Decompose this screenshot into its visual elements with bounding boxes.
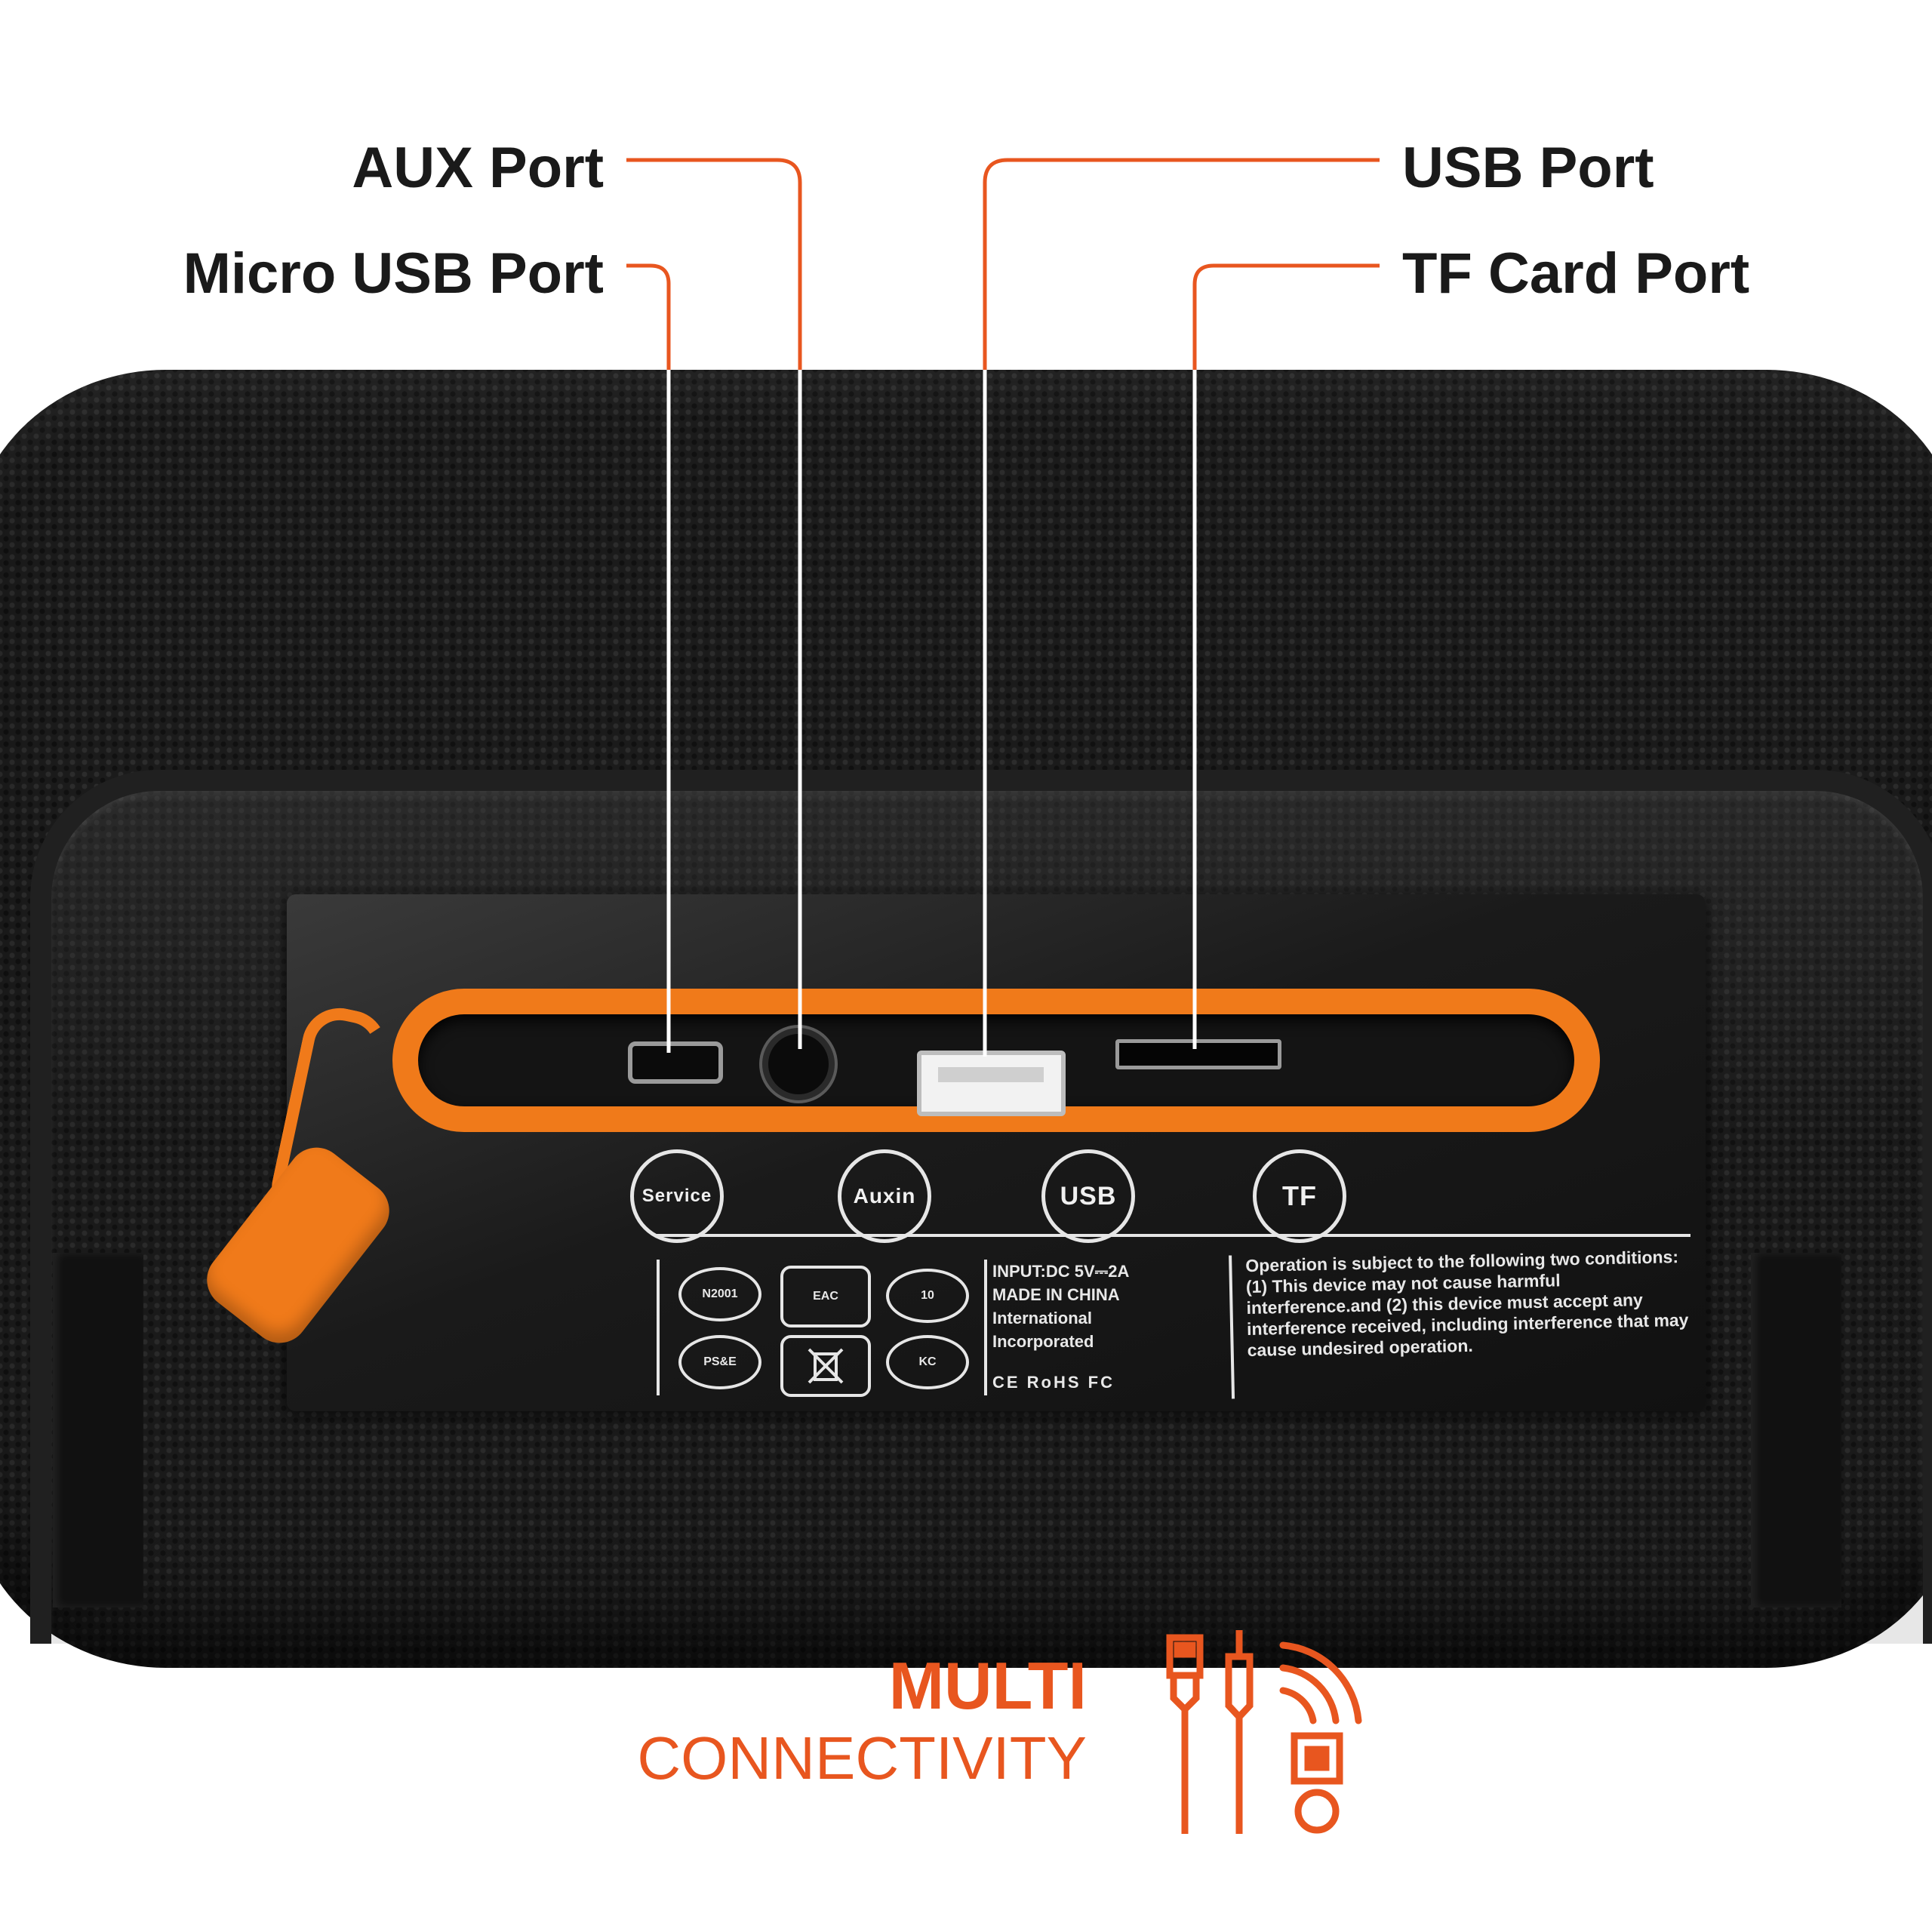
tagline-multi: MULTI	[888, 1648, 1087, 1723]
tf-card-icon	[1291, 1732, 1343, 1834]
aux-cable-icon	[1225, 1630, 1254, 1834]
cert-10-icon: 10	[886, 1269, 969, 1323]
port-panel: Service Auxin USB TF N2001 EAC 10 PS&E K…	[195, 894, 1706, 1411]
usb-marking: USB	[1041, 1149, 1135, 1243]
tf-card-port-label: TF Card Port	[1402, 242, 1750, 306]
cert-weee-icon	[780, 1335, 871, 1397]
spec-company-2: Incorporated	[992, 1332, 1094, 1351]
usb-port-label: USB Port	[1402, 136, 1654, 200]
certification-grid: N2001 EAC 10 PS&E KC	[657, 1260, 987, 1397]
spec-company-1: International	[992, 1309, 1093, 1327]
connectivity-icons	[1166, 1630, 1362, 1834]
speaker-foot-right	[1751, 1253, 1841, 1607]
spec-input: INPUT:DC 5V⎓2A	[992, 1262, 1130, 1281]
spec-text: INPUT:DC 5V⎓2A MADE IN CHINA Internation…	[992, 1260, 1204, 1353]
tf-card-port[interactable]	[1115, 1039, 1281, 1069]
wireless-signal-icon	[1279, 1641, 1362, 1724]
usb-port[interactable]	[917, 1051, 1066, 1116]
service-marking: Service	[630, 1149, 724, 1243]
tagline-connectivity: CONNECTIVITY	[637, 1724, 1087, 1792]
aux-port[interactable]	[762, 1028, 835, 1100]
cert-n2001-icon: N2001	[678, 1267, 761, 1321]
fcc-notice: Operation is subject to the following tw…	[1229, 1245, 1701, 1399]
spec-origin: MADE IN CHINA	[992, 1285, 1120, 1304]
cert-pse-icon: PS&E	[678, 1335, 761, 1389]
micro-usb-port[interactable]	[628, 1041, 723, 1084]
usb-cable-icon	[1166, 1634, 1204, 1834]
cert-eac-icon: EAC	[780, 1266, 871, 1327]
regulatory-label: N2001 EAC 10 PS&E KC INPUT:DC 5V⎓2A MADE…	[657, 1234, 1701, 1399]
micro-usb-port-label: Micro USB Port	[183, 242, 604, 306]
tf-marking: TF	[1253, 1149, 1346, 1243]
speaker-foot-left	[53, 1253, 143, 1607]
aux-port-label: AUX Port	[352, 136, 604, 200]
auxin-marking: Auxin	[838, 1149, 931, 1243]
cert-kc-icon: KC	[886, 1335, 969, 1389]
compliance-marks: CE RoHS FC	[992, 1373, 1115, 1392]
